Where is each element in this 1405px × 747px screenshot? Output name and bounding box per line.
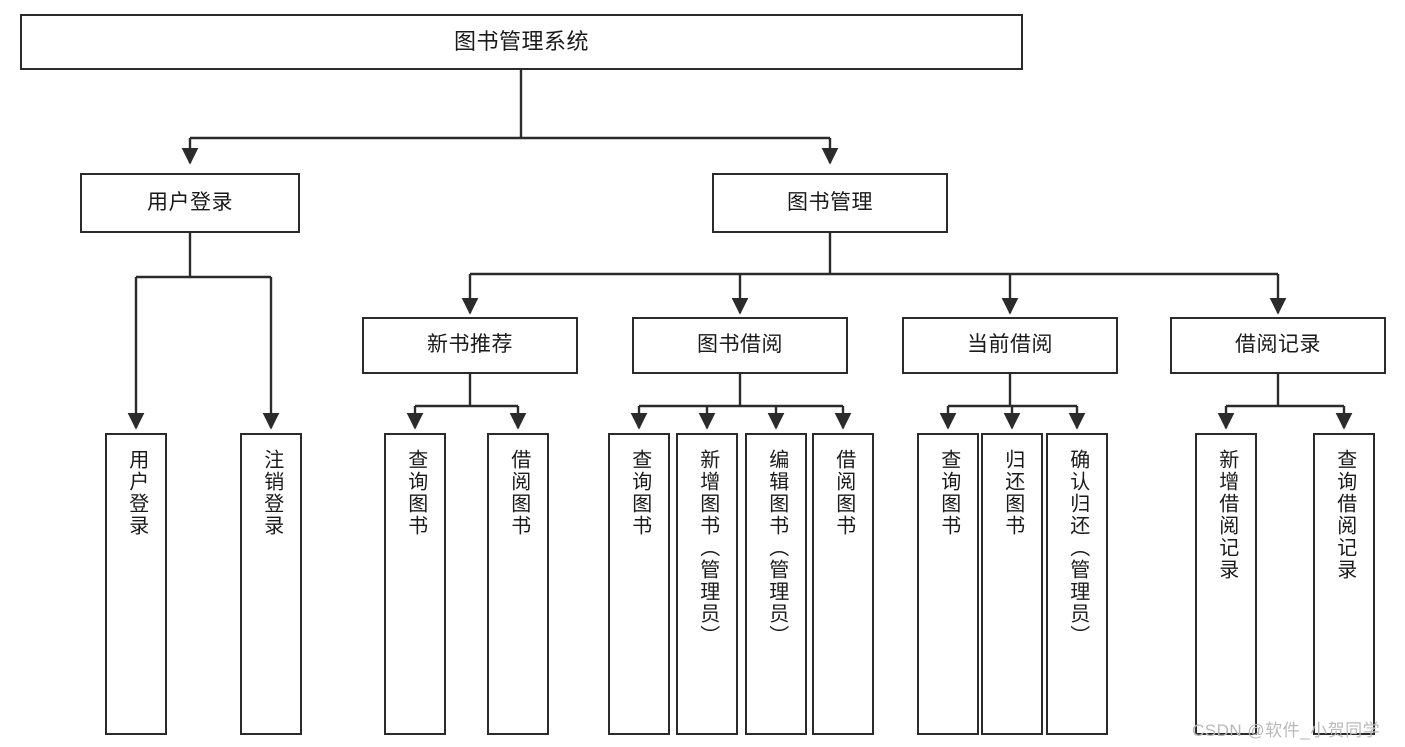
node-book-borrow-label: 图书借阅	[697, 333, 783, 357]
node-leaf-edit-book[interactable]: 编辑图书（管理员）	[745, 433, 807, 735]
node-leaf-confirm-return[interactable]: 确认归还（管理员）	[1046, 433, 1108, 735]
node-leaf-return-book-label: 归还图书	[1001, 449, 1024, 537]
node-leaf-add-book[interactable]: 新增图书（管理员）	[676, 433, 738, 735]
node-leaf-logout-label: 注销登录	[260, 449, 283, 537]
node-leaf-query-record-label: 查询借阅记录	[1333, 449, 1356, 581]
node-leaf-user-login-label: 用户登录	[125, 449, 148, 537]
node-leaf-query-book-3-label: 查询图书	[937, 449, 960, 537]
node-leaf-query-record[interactable]: 查询借阅记录	[1313, 433, 1375, 735]
node-leaf-user-login[interactable]: 用户登录	[105, 433, 167, 735]
node-leaf-add-record-label: 新增借阅记录	[1215, 449, 1238, 581]
node-current-borrow[interactable]: 当前借阅	[902, 317, 1118, 374]
node-leaf-query-book-1[interactable]: 查询图书	[384, 433, 446, 735]
node-leaf-borrow-book-2-label: 借阅图书	[832, 449, 855, 537]
node-leaf-borrow-book-2[interactable]: 借阅图书	[812, 433, 874, 735]
node-book-manage[interactable]: 图书管理	[712, 173, 948, 233]
node-new-book-rec[interactable]: 新书推荐	[362, 317, 578, 374]
node-leaf-query-book-2[interactable]: 查询图书	[608, 433, 670, 735]
node-leaf-confirm-return-label: 确认归还（管理员）	[1066, 449, 1089, 647]
node-leaf-add-record[interactable]: 新增借阅记录	[1195, 433, 1257, 735]
node-leaf-borrow-book-1-label: 借阅图书	[507, 449, 530, 537]
node-root-label: 图书管理系统	[453, 29, 589, 55]
node-borrow-record[interactable]: 借阅记录	[1170, 317, 1386, 374]
node-user-login[interactable]: 用户登录	[80, 173, 300, 233]
node-leaf-query-book-3[interactable]: 查询图书	[917, 433, 979, 735]
node-borrow-record-label: 借阅记录	[1235, 333, 1321, 357]
node-leaf-query-book-1-label: 查询图书	[404, 449, 427, 537]
node-new-book-rec-label: 新书推荐	[427, 333, 513, 357]
node-leaf-edit-book-label: 编辑图书（管理员）	[765, 449, 788, 647]
node-leaf-query-book-2-label: 查询图书	[628, 449, 651, 537]
node-leaf-logout[interactable]: 注销登录	[240, 433, 302, 735]
node-leaf-add-book-label: 新增图书（管理员）	[696, 449, 719, 647]
node-leaf-return-book[interactable]: 归还图书	[981, 433, 1043, 735]
watermark: CSDN @软件_小贺同学	[1192, 721, 1381, 740]
node-user-login-label: 用户登录	[147, 190, 233, 214]
node-leaf-borrow-book-1[interactable]: 借阅图书	[487, 433, 549, 735]
node-current-borrow-label: 当前借阅	[967, 333, 1053, 357]
node-root[interactable]: 图书管理系统	[20, 14, 1023, 70]
node-book-manage-label: 图书管理	[787, 190, 873, 214]
node-book-borrow[interactable]: 图书借阅	[632, 317, 848, 374]
